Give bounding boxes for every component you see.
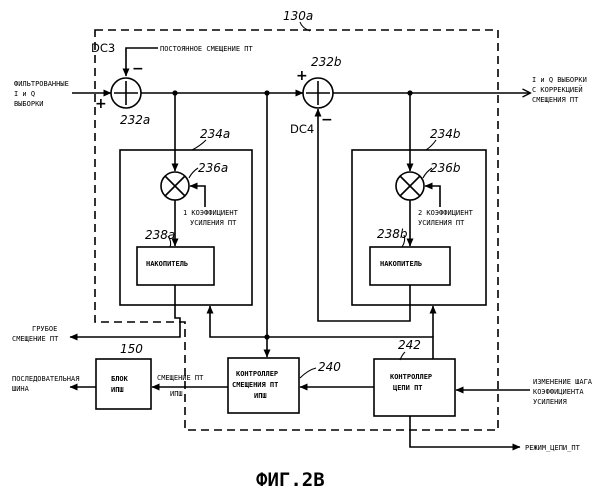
gain1-label-2: УСИЛЕНИЯ ПТ: [190, 219, 237, 227]
ipsh-block-line-2: ИПШ: [111, 386, 124, 394]
offset-controller-line-1: КОНТРОЛЛЕР: [236, 370, 278, 378]
ref-234a: 234a: [200, 127, 230, 141]
svg-text:ГРУБОЕ: ГРУБОЕ: [32, 325, 57, 333]
ipsh-block-line-1: БЛОК: [111, 375, 129, 383]
gain2-label-1: 2 КОЭФФИЦИЕНТ: [418, 209, 474, 217]
figure-title: ФИГ.2В: [256, 469, 325, 491]
ref-130a: 130a: [283, 9, 313, 23]
ref-150: 150: [120, 342, 143, 356]
input-label: ФИЛЬТРОВАННЫЕ I и Q ВЫБОРКИ: [14, 80, 69, 108]
ref-232a: 232a: [120, 113, 150, 127]
gain1-label-1: 1 КОЭФФИЦИЕНТ: [183, 209, 239, 217]
accumulator-b-label: НАКОПИТЕЛЬ: [380, 260, 422, 268]
ref-236a: 236a: [198, 161, 228, 175]
minus-sign-232b: −: [321, 112, 333, 128]
svg-text:I и Q: I и Q: [14, 90, 35, 98]
ipsh-wire-label: ИПШ: [170, 390, 183, 398]
gain-step-label: ИЗМЕНЕНИЕ ШАГА КОЭФФИЦИЕНТА УСИЛЕНИЯ: [533, 378, 593, 406]
offset-pt-label: СМЕЩЕНИЕ ПТ: [157, 374, 204, 382]
dc4-label: DC4: [290, 122, 314, 136]
mixer-236b: [396, 172, 424, 200]
mode-label: РЕЖИМ_ЦЕПИ_ПТ: [525, 444, 581, 452]
accumulator-a-label: НАКОПИТЕЛЬ: [146, 260, 188, 268]
svg-text:СМЕЩЕНИЯ ПТ: СМЕЩЕНИЯ ПТ: [532, 96, 579, 104]
svg-text:УСИЛЕНИЯ: УСИЛЕНИЯ: [533, 398, 567, 406]
chain-controller-line-1: КОНТРОЛЛЕР: [390, 373, 432, 381]
svg-text:ШИНА: ШИНА: [12, 385, 30, 393]
offset-controller-line-2: СМЕЩЕНИЯ ПТ: [232, 381, 278, 389]
mixer-236a: [161, 172, 189, 200]
serial-bus-label: ПОСЛЕДОВАТЕЛЬНАЯ ШИНА: [12, 375, 79, 393]
output-label: I и Q ВЫБОРКИ С КОРРЕКЦИЕЙ СМЕЩЕНИЯ ПТ: [532, 76, 587, 104]
svg-text:ФИЛЬТРОВАННЫЕ: ФИЛЬТРОВАННЫЕ: [14, 80, 69, 88]
coarse-offset-label: ГРУБОЕ СМЕЩЕНИЕ ПТ: [12, 325, 59, 343]
svg-text:ВЫБОРКИ: ВЫБОРКИ: [14, 100, 44, 108]
minus-sign-232a: −: [132, 61, 144, 77]
dc-offset-label: ПОСТОЯННОЕ СМЕЩЕНИЕ ПТ: [160, 45, 254, 53]
svg-text:КОЭФФИЦИЕНТА: КОЭФФИЦИЕНТА: [533, 388, 584, 396]
svg-text:I и Q ВЫБОРКИ: I и Q ВЫБОРКИ: [532, 76, 587, 84]
gain2-label-2: УСИЛЕНИЯ ПТ: [418, 219, 465, 227]
ref-238a: 238a: [145, 228, 175, 242]
summing-junction-232a: [111, 78, 141, 108]
dc3-label: DC3: [91, 41, 115, 55]
ipsh-block-150: [96, 359, 151, 409]
svg-text:С КОРРЕКЦИЕЙ: С КОРРЕКЦИЕЙ: [532, 85, 583, 94]
plus-sign-232a: +: [95, 96, 107, 112]
svg-text:ПОСЛЕДОВАТЕЛЬНАЯ: ПОСЛЕДОВАТЕЛЬНАЯ: [12, 375, 79, 383]
ref-234b: 234b: [430, 127, 461, 141]
ref-240: 240: [318, 360, 341, 374]
svg-text:СМЕЩЕНИЕ ПТ: СМЕЩЕНИЕ ПТ: [12, 335, 59, 343]
ref-232b: 232b: [311, 55, 342, 69]
ref-242: 242: [398, 338, 421, 352]
mode-wire: [410, 416, 520, 447]
chain-controller-line-2: ЦЕПИ ПТ: [393, 384, 423, 392]
svg-text:ИЗМЕНЕНИЕ ШАГА: ИЗМЕНЕНИЕ ШАГА: [533, 378, 593, 386]
offset-controller-line-3: ИПШ: [254, 392, 267, 400]
plus-sign-232b: +: [296, 68, 308, 84]
ref-236b: 236b: [430, 161, 461, 175]
ref-238b: 238b: [377, 227, 408, 241]
